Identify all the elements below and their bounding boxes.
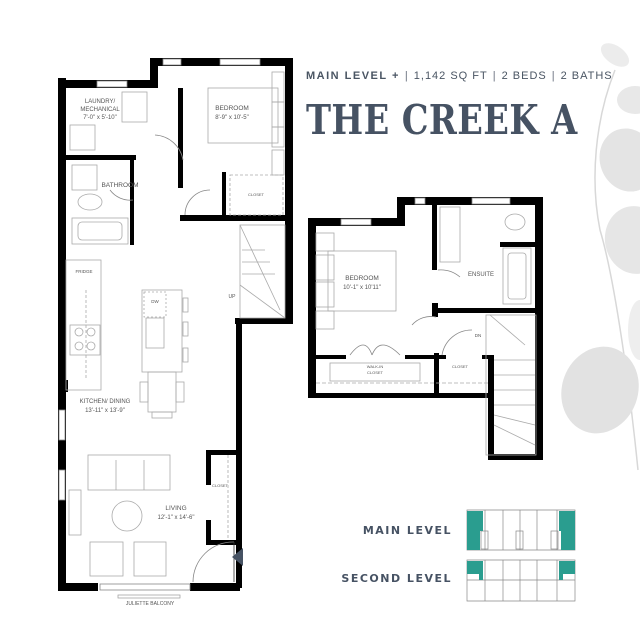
- entry-marker-icon: [232, 548, 243, 566]
- level-label: MAIN LEVEL +: [306, 70, 400, 82]
- svg-text:CLOSET: CLOSET: [367, 370, 384, 375]
- sqft-label: 1,142 SQ FT: [413, 70, 488, 82]
- highlighted-unit-icon: [467, 511, 575, 580]
- svg-text:FRIDGE: FRIDGE: [75, 269, 92, 274]
- svg-text:ENSUITE: ENSUITE: [468, 272, 494, 278]
- svg-text:UP: UP: [229, 294, 237, 300]
- svg-text:CLOSET: CLOSET: [248, 192, 265, 197]
- key-plan-main-label: MAIN LEVEL: [362, 524, 452, 537]
- decorative-leaves-icon: [561, 43, 640, 471]
- svg-text:CLOSET: CLOSET: [452, 364, 469, 369]
- svg-text:MECHANICAL: MECHANICAL: [80, 107, 120, 113]
- key-plan-diagram: [466, 509, 576, 602]
- svg-text:BATHROOM: BATHROOM: [101, 182, 138, 189]
- svg-text:BEDROOM: BEDROOM: [345, 275, 379, 282]
- svg-text:KITCHEN/ DINING: KITCHEN/ DINING: [80, 399, 131, 405]
- svg-text:13'-11" x 13'-9": 13'-11" x 13'-9": [85, 408, 125, 414]
- beds-label: 2 BEDS: [501, 70, 547, 82]
- svg-text:BEDROOM: BEDROOM: [215, 105, 249, 112]
- main-level-floor-plan: LAUNDRY/ MECHANICAL 7'-0" x 5'-10" BEDRO…: [58, 58, 293, 607]
- svg-text:DN: DN: [475, 333, 482, 338]
- plan-title: THE CREEK A: [306, 96, 578, 144]
- svg-text:LIVING: LIVING: [165, 505, 186, 512]
- key-plan-second-label: SECOND LEVEL: [341, 572, 452, 585]
- svg-text:7'-0" x 5'-10": 7'-0" x 5'-10": [83, 115, 117, 121]
- svg-text:8'-9" x 10'-5": 8'-9" x 10'-5": [215, 115, 249, 121]
- svg-text:JULIETTE BALCONY: JULIETTE BALCONY: [126, 601, 175, 607]
- svg-text:WALK-IN: WALK-IN: [367, 364, 384, 369]
- svg-text:DW: DW: [151, 299, 159, 304]
- svg-text:LAUNDRY/: LAUNDRY/: [85, 99, 116, 105]
- svg-text:10'-1" x 10'11": 10'-1" x 10'11": [343, 285, 381, 291]
- unit-summary: MAIN LEVEL +|1,142 SQ FT|2 BEDS|2 BATHS: [306, 70, 613, 82]
- second-level-floor-plan: BEDROOM 10'-1" x 10'11" ENSUITE WALK-IN …: [308, 197, 543, 460]
- svg-text:CLOSET: CLOSET: [212, 483, 229, 488]
- svg-text:12'-1" x 14'-6": 12'-1" x 14'-6": [158, 515, 195, 521]
- baths-label: 2 BATHS: [560, 70, 613, 82]
